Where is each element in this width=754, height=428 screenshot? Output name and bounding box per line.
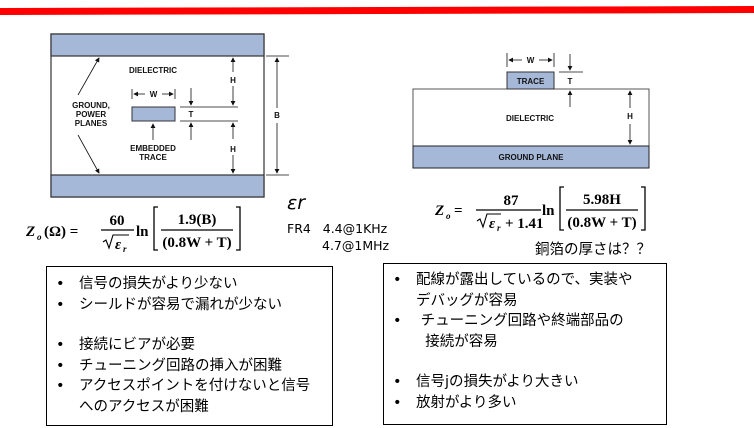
- bullet-icon: •: [393, 374, 402, 390]
- list-spacer: [384, 352, 666, 372]
- w-label: W: [150, 90, 158, 99]
- list-item: •接続にビアが必要: [47, 335, 332, 356]
- list-spacer: [47, 315, 332, 335]
- ms-formula-inner-denominator: (0.8W + T): [567, 215, 636, 231]
- microstrip-pros-cons-box: •配線が露出しているので、実装や デバッグが容易 • チューニング回路や終端部品…: [383, 263, 667, 425]
- h-label-lower: H: [230, 145, 236, 154]
- material-label: FR4: [287, 221, 311, 236]
- er-value-1MHz: 4.7@1MHz: [322, 238, 390, 253]
- ms-formula-numerator: 87: [504, 193, 520, 209]
- ground-label-1: GROUND,: [72, 101, 110, 110]
- bullet-icon: •: [56, 276, 65, 292]
- list-item-continuation: 接続が容易: [416, 333, 498, 350]
- list-item: •放射がより多い: [384, 393, 666, 414]
- ms-formula-eq: =: [454, 203, 463, 219]
- arrow-to-top-plane: [77, 57, 100, 96]
- ground-label-3: PLANES: [75, 119, 108, 128]
- ms-formula-z: Z: [434, 203, 444, 219]
- formula-inner-denominator: (0.8W + T): [162, 235, 231, 251]
- h-label-upper: H: [230, 76, 236, 85]
- microstrip-dielectric-label: DIELECTRIC: [506, 114, 554, 123]
- er-value-1kHz: 4.4@1KHz: [322, 221, 388, 236]
- ms-formula-ln: ln: [542, 203, 555, 219]
- arrow-to-bottom-plane: [77, 134, 100, 174]
- embedded-trace-label-1: EMBEDDED: [130, 144, 176, 153]
- bullet-icon: •: [56, 357, 65, 374]
- formula-epsilon: ε: [115, 237, 122, 253]
- bullet-icon: •: [56, 378, 65, 394]
- microstrip-t-label: T: [568, 77, 573, 86]
- bullet-icon: •: [56, 296, 65, 313]
- list-item: •信号jの損失がより大きい: [384, 372, 666, 393]
- ms-formula-z-sub: o: [446, 211, 451, 221]
- dielectric-label: DIELECTRIC: [129, 66, 177, 75]
- b-label: B: [274, 111, 280, 120]
- list-item: •チューニング回路の挿入が困難: [47, 356, 332, 377]
- microstrip-ground-plane: [412, 145, 650, 169]
- copper-thickness-note: 銅箔の厚さは？？: [535, 242, 651, 258]
- bullet-icon: •: [393, 272, 402, 288]
- formula-z-sub: o: [37, 232, 42, 242]
- ms-formula-epsilon: ε: [489, 216, 496, 232]
- bullet-icon: •: [56, 337, 65, 353]
- trace-label: TRACE: [517, 77, 545, 86]
- top-ground-plane: [50, 33, 265, 57]
- list-item-continuation: へのアクセスが困難: [79, 398, 209, 415]
- formula-z: Z: [25, 224, 35, 240]
- formula-numerator: 60: [110, 213, 125, 229]
- ms-formula-add: + 1.41: [505, 216, 544, 232]
- microstrip-trace: [506, 71, 555, 90]
- ms-formula-inner-numerator: 5.98H: [583, 192, 621, 208]
- microstrip-diagram: TRACE DIELECTRIC GROUND PLANE W T H: [412, 53, 650, 169]
- formula-ln: ln: [136, 224, 149, 240]
- list-item: • チューニング回路や終端部品の: [384, 311, 666, 332]
- stripline-diagram: DIELECTRIC GROUND, POWER PLANES W T H H …: [50, 33, 289, 198]
- list-item: •シールドが容易で漏れが少ない: [47, 295, 332, 316]
- bullet-icon: •: [393, 394, 402, 411]
- permittivity-symbol: εr: [287, 192, 306, 214]
- formula-unit: (Ω) =: [44, 224, 78, 240]
- list-item: •信号の損失がより少ない: [47, 274, 332, 295]
- microstrip-h-label: H: [627, 112, 633, 121]
- formula-inner-numerator: 1.9(B): [178, 212, 217, 228]
- embedded-trace-label-2: TRACE: [139, 153, 167, 162]
- embedded-trace: [131, 106, 176, 122]
- title-rule: [0, 6, 754, 15]
- bottom-ground-plane: [50, 174, 265, 198]
- formula-epsilon-sub: r: [123, 244, 127, 254]
- stripline-pros-cons-box: •信号の損失がより少ない •シールドが容易で漏れが少ない •接続にビアが必要 •…: [46, 266, 333, 426]
- list-item: •アクセスポイントを付けないと信号: [47, 376, 332, 397]
- list-item-continuation: デバッグが容易: [416, 292, 518, 309]
- ground-plane-label: GROUND PLANE: [499, 153, 565, 162]
- ground-label-2: POWER: [76, 110, 106, 119]
- t-label: T: [189, 110, 194, 119]
- microstrip-w-label: W: [527, 56, 535, 65]
- fr4-line-1: FR4 4.4@1KHz: [287, 221, 387, 236]
- list-item: •配線が露出しているので、実装や: [384, 270, 666, 291]
- microstrip-formula: Z o = 87 ε r + 1.41 ln 5.98H (0.8W + T): [434, 186, 646, 233]
- bullet-icon: •: [393, 313, 402, 329]
- stripline-formula: Z o (Ω) = 60 ε r ln 1.9(B) (0.8W + T): [25, 206, 241, 254]
- ms-formula-epsilon-sub: r: [497, 223, 501, 233]
